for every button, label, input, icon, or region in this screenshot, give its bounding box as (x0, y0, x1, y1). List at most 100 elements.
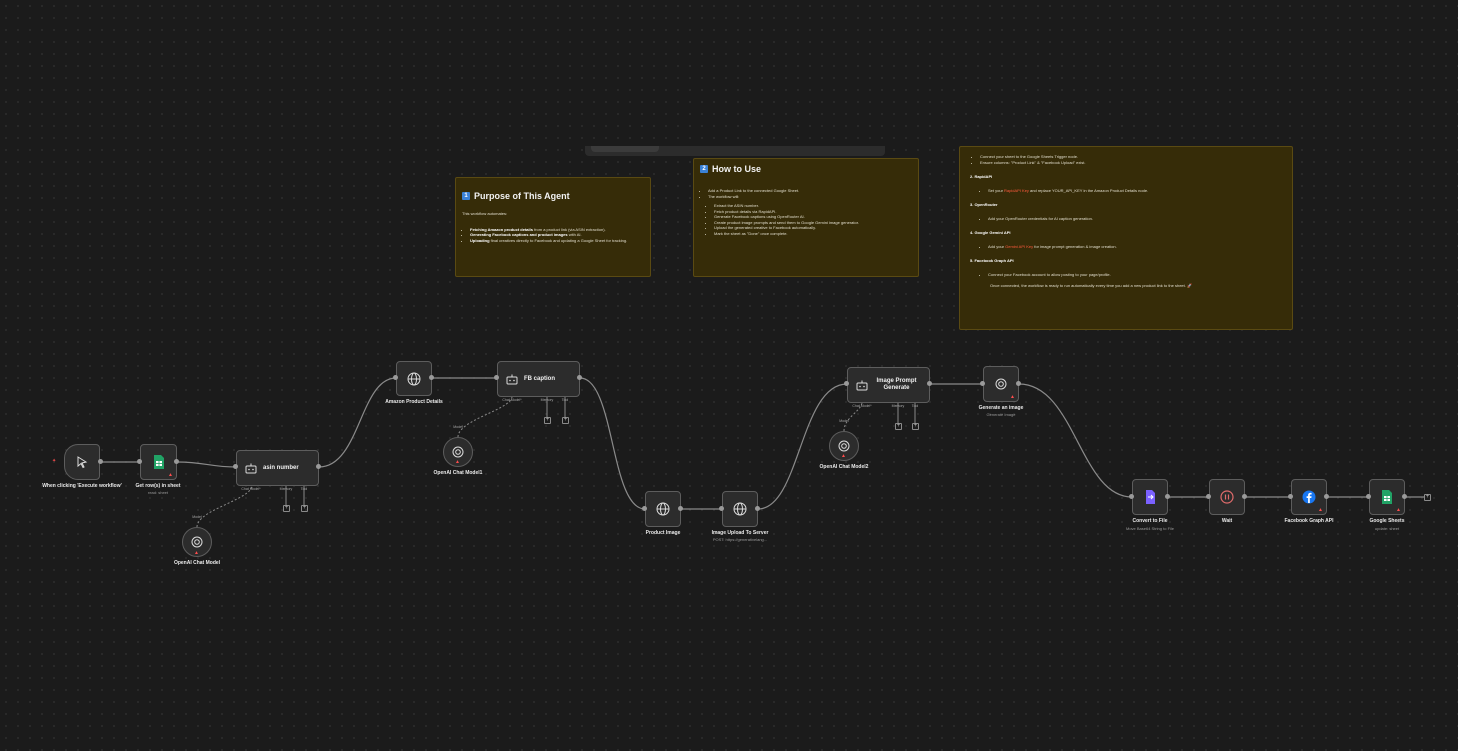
input-handle[interactable] (719, 506, 724, 511)
input-handle[interactable] (980, 381, 985, 386)
node-label: OpenAI Chat Model1 (433, 470, 483, 476)
file-convert-icon (1146, 490, 1155, 504)
output-handle[interactable] (98, 459, 103, 464)
add-tool-button[interactable]: + (301, 505, 308, 512)
toolbar-handle (591, 146, 659, 152)
input-handle[interactable] (233, 464, 238, 469)
add-memory-button[interactable]: + (283, 505, 290, 512)
note-title: 2 How to Use (700, 164, 912, 174)
openai-icon (995, 378, 1007, 390)
input-handle[interactable] (844, 381, 849, 386)
output-handle[interactable] (1165, 494, 1170, 499)
warning-icon: ▲ (841, 453, 846, 459)
section-heading: 2. RapidAPI (970, 174, 993, 179)
node-label: Facebook Graph API (1284, 518, 1334, 524)
pause-icon (1220, 490, 1234, 504)
add-tool-button[interactable]: + (912, 423, 919, 430)
node-product-image[interactable] (645, 491, 681, 527)
note-sublist: Extract the ASIN number. Fetch product d… (700, 203, 912, 236)
note-list: Fetching Amazon product details from a p… (462, 227, 644, 244)
node-generate-image[interactable]: ▲ (983, 366, 1019, 402)
warning-icon: ▲ (1396, 507, 1401, 513)
node-fb-caption-agent[interactable]: FB caption (497, 361, 580, 397)
openai-icon (452, 446, 464, 458)
node-image-upload[interactable] (722, 491, 758, 527)
note-list: Set your RapidAPI Key and replace YOUR_A… (970, 188, 1284, 194)
output-handle[interactable] (1016, 381, 1021, 386)
node-image-prompt-agent[interactable]: Image Prompt Generate (847, 367, 930, 403)
output-handle[interactable] (1242, 494, 1247, 499)
wire-fbcaption-productimage (579, 377, 646, 510)
sticky-note-how-to-use[interactable]: 2 How to Use Add a Product Link to the co… (693, 158, 919, 277)
number-badge: 1 (462, 192, 470, 200)
list-item: Connect your sheet to the Google Sheets … (980, 154, 1284, 160)
input-handle[interactable] (393, 375, 398, 380)
google-sheets-icon (153, 455, 164, 469)
list-item: Add your Gemini API Key for image prompt… (988, 244, 1284, 250)
cursor-icon (77, 456, 88, 469)
input-handle[interactable] (137, 459, 142, 464)
node-facebook-graph-api[interactable]: ▲ (1291, 479, 1327, 515)
wire-chat1-asin (196, 485, 253, 528)
note-intro: This workflow automates: (462, 211, 508, 216)
warning-icon: ▲ (1010, 394, 1015, 400)
note-list: Add a Product Link to the connected Goog… (700, 188, 912, 199)
port-model: Model (453, 425, 463, 429)
list-item: Add a Product Link to the connected Goog… (708, 188, 912, 194)
port-model: Model (839, 419, 849, 423)
node-amazon-product-details[interactable] (396, 361, 432, 396)
input-handle[interactable] (1206, 494, 1211, 499)
add-next-node-button[interactable]: + (1424, 494, 1431, 501)
floating-toolbar (585, 146, 885, 156)
add-memory-button[interactable]: + (895, 423, 902, 430)
node-openai-chat-model2[interactable] (829, 431, 859, 461)
node-openai-chat-model[interactable] (182, 527, 212, 557)
input-handle[interactable] (494, 375, 499, 380)
output-handle[interactable] (1402, 494, 1407, 499)
list-item: Uploading final creatives directly to Fa… (470, 238, 644, 244)
output-handle[interactable] (1324, 494, 1329, 499)
note-list: Connect your Facebook account to allow p… (970, 272, 1284, 278)
output-handle[interactable] (316, 464, 321, 469)
output-handle[interactable] (174, 459, 179, 464)
add-tool-button[interactable]: + (562, 417, 569, 424)
output-handle[interactable] (577, 375, 582, 380)
sticky-note-purpose[interactable]: 1 Purpose of This Agent This workflow aut… (455, 177, 651, 277)
node-label: Amazon Product Details (385, 399, 443, 405)
node-label: OpenAI Chat Model (173, 560, 221, 566)
input-handle[interactable] (1288, 494, 1293, 499)
node-wait[interactable] (1209, 479, 1245, 515)
section-heading: 5. Facebook Graph API (970, 258, 1014, 263)
node-google-sheets[interactable]: ▲ (1369, 479, 1405, 515)
port-model: Model (192, 515, 202, 519)
node-subtitle: Generate Image (986, 412, 1016, 417)
port-chat-model: Chat Model* (241, 487, 261, 491)
note-list: Connect your sheet to the Google Sheets … (970, 154, 1284, 165)
output-handle[interactable] (755, 506, 760, 511)
note-title-text: How to Use (712, 164, 762, 174)
node-asin-number-agent[interactable]: asin number (236, 450, 319, 486)
robot-icon (245, 463, 257, 473)
input-handle[interactable] (1129, 494, 1134, 499)
list-item: Fetch product details via RapidAPI. (714, 209, 912, 215)
sticky-note-setup[interactable]: Connect your sheet to the Google Sheets … (959, 146, 1293, 330)
input-handle[interactable] (1366, 494, 1371, 499)
number-badge: 2 (700, 165, 708, 173)
note-title-text: Purpose of This Agent (474, 191, 570, 201)
add-memory-button[interactable]: + (544, 417, 551, 424)
output-handle[interactable] (927, 381, 932, 386)
node-manual-trigger[interactable] (64, 444, 100, 480)
port-tool: Tool (911, 404, 919, 408)
warning-icon: ▲ (168, 472, 173, 478)
node-get-rows[interactable]: ▲ (140, 444, 177, 480)
warning-icon: ▲ (194, 550, 199, 556)
node-label: Product Image (645, 530, 681, 536)
output-handle[interactable] (429, 375, 434, 380)
input-handle[interactable] (642, 506, 647, 511)
node-openai-chat-model1[interactable] (443, 437, 473, 467)
node-convert-to-file[interactable] (1132, 479, 1168, 515)
node-label: Wait (1221, 518, 1233, 524)
wire-getrows-asin (176, 461, 237, 468)
output-handle[interactable] (678, 506, 683, 511)
